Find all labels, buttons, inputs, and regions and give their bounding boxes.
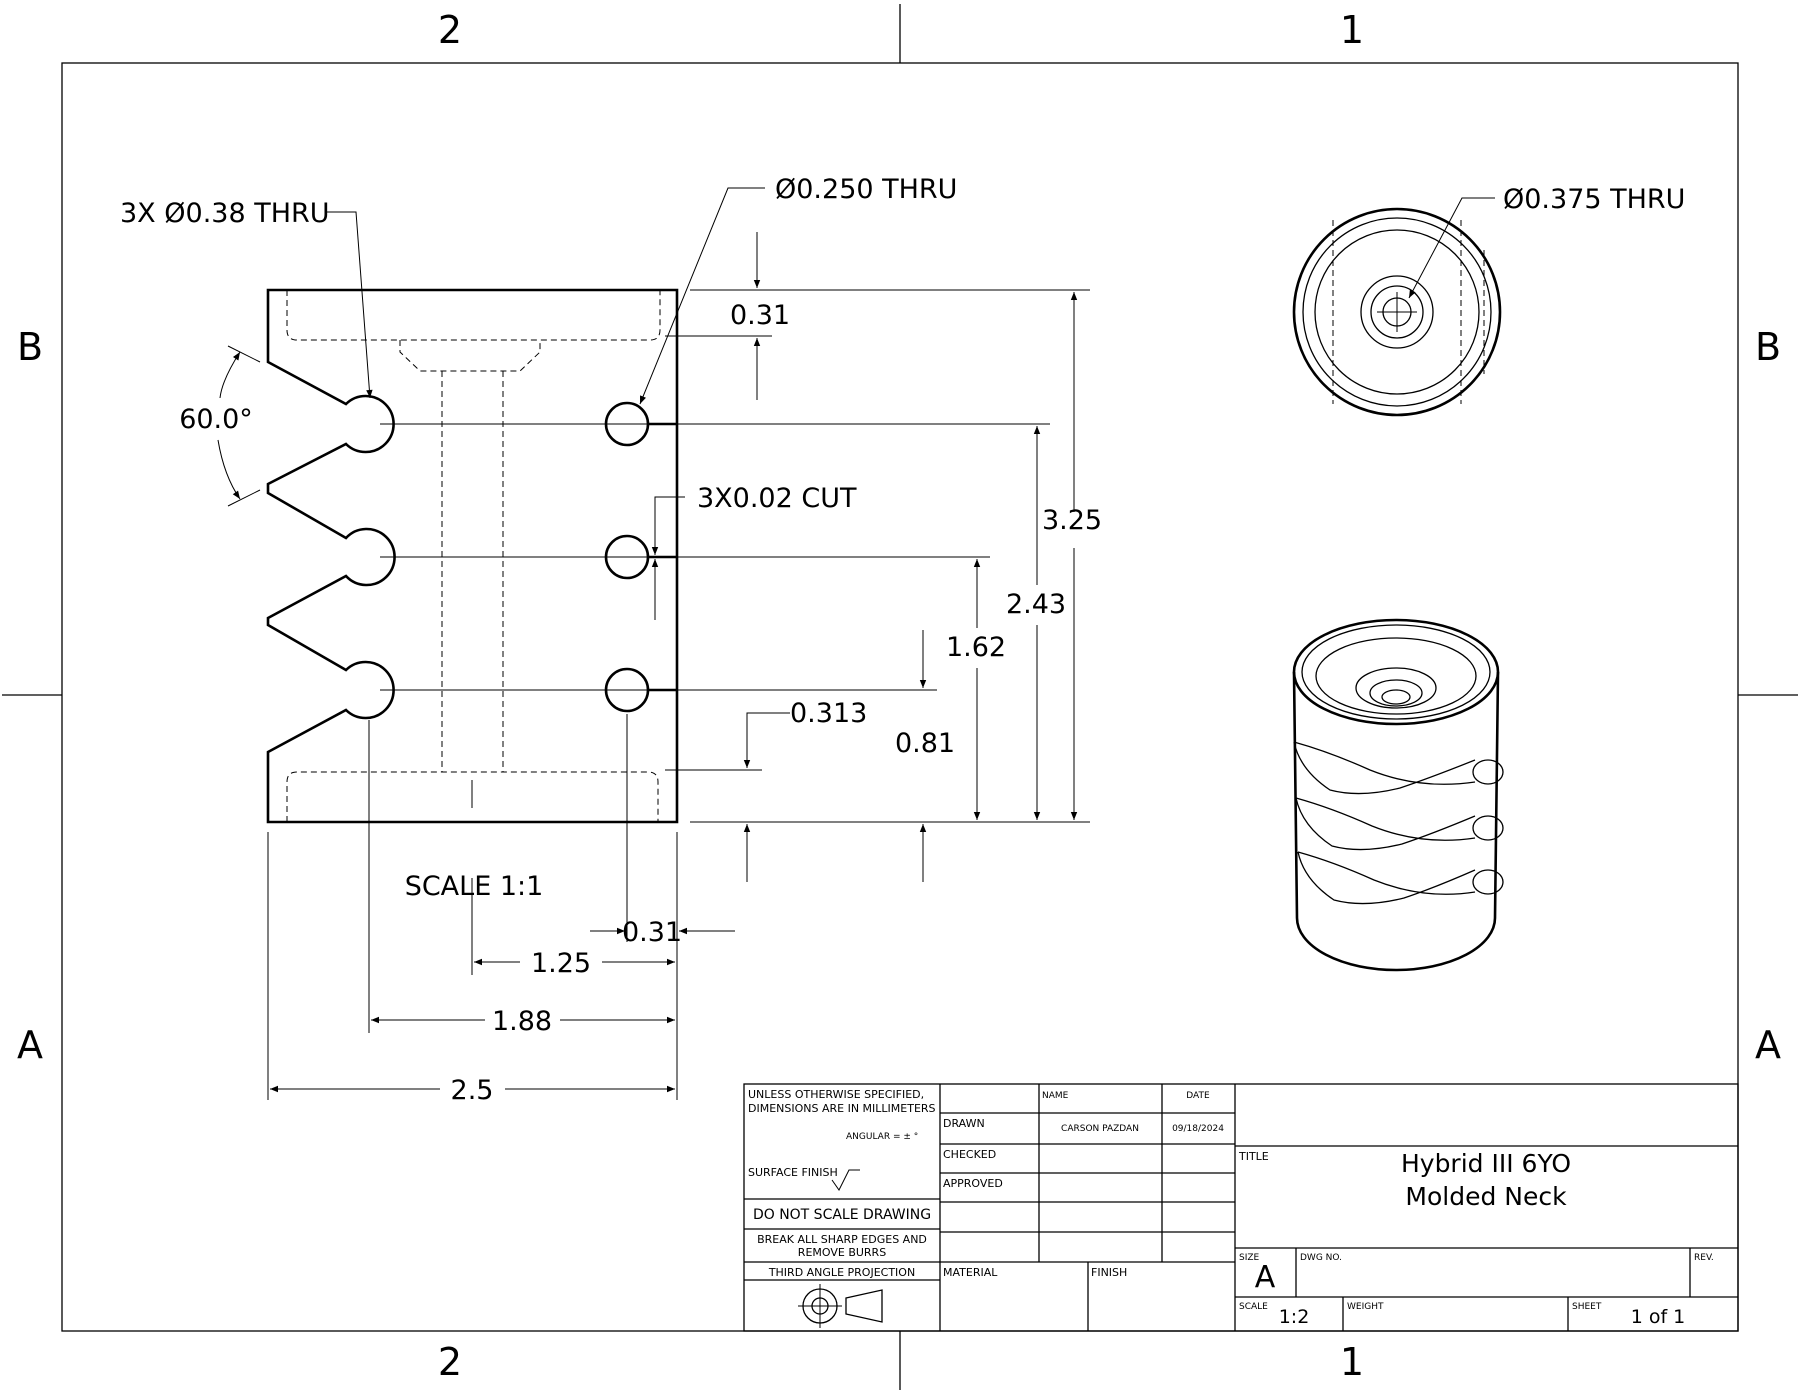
front-view-outline	[266, 288, 679, 824]
callout-0375-thru: Ø0.375 THRU	[1503, 184, 1685, 215]
tb-break-edges-2: REMOVE BURRS	[798, 1246, 886, 1259]
callout-0250-thru: Ø0.250 THRU	[775, 174, 957, 205]
angle-60: 60.0°	[179, 404, 253, 435]
tb-scale-value: 1:2	[1279, 1306, 1310, 1328]
third-angle-projection-symbol	[798, 1284, 883, 1328]
tb-size-value: A	[1255, 1260, 1276, 1295]
zone-label-a-left: A	[17, 1023, 43, 1067]
tb-title-line2: Molded Neck	[1405, 1182, 1567, 1211]
tb-size-label: SIZE	[1239, 1253, 1260, 1263]
zone-label-b-left: B	[17, 325, 43, 369]
tb-hdr-date: DATE	[1186, 1091, 1210, 1101]
tb-approved-label: APPROVED	[943, 1177, 1003, 1190]
zone-label-2-top: 2	[438, 8, 462, 52]
dim-0-31-top: 0.31	[730, 300, 790, 331]
zone-label-1-bottom: 1	[1340, 1340, 1364, 1384]
top-view: Ø0.375 THRU	[1292, 184, 1685, 417]
tb-angular: ANGULAR = ± °	[846, 1132, 918, 1142]
dim-0-81: 0.81	[895, 728, 955, 759]
tb-rev-label: REV.	[1694, 1253, 1714, 1263]
zone-label-b-right: B	[1755, 325, 1781, 369]
zone-label-a-right: A	[1755, 1023, 1781, 1067]
dim-1-88: 1.88	[492, 1006, 552, 1037]
tb-material-label: MATERIAL	[943, 1266, 998, 1279]
dim-0-313: 0.313	[790, 698, 867, 729]
tb-break-edges-1: BREAK ALL SHARP EDGES AND	[757, 1233, 927, 1246]
tb-title-line1: Hybrid III 6YO	[1401, 1149, 1571, 1178]
tb-finish-label: FINISH	[1091, 1266, 1127, 1279]
view-scale-label: SCALE 1:1	[405, 871, 544, 902]
tb-notes-line1: UNLESS OTHERWISE SPECIFIED,	[748, 1088, 924, 1101]
tb-checked-label: CHECKED	[943, 1148, 996, 1161]
tb-scale-label: SCALE	[1239, 1302, 1268, 1312]
title-block: UNLESS OTHERWISE SPECIFIED, DIMENSIONS A…	[743, 1083, 1739, 1332]
tb-sheet-value: 1 of 1	[1631, 1306, 1686, 1328]
tb-drawn-label: DRAWN	[943, 1117, 985, 1130]
tb-dwg-no-label: DWG NO.	[1300, 1253, 1342, 1263]
tb-hdr-name: NAME	[1042, 1091, 1069, 1101]
dim-0-31-side: 0.31	[622, 917, 682, 948]
dim-2-5: 2.5	[451, 1075, 494, 1106]
callout-3x002-cut: 3X0.02 CUT	[697, 483, 857, 514]
dim-2-43: 2.43	[1006, 589, 1066, 620]
surface-finish-symbol	[831, 1169, 860, 1191]
tb-notes-line2: DIMENSIONS ARE IN MILLIMETERS	[748, 1102, 936, 1115]
front-view: 3.25 2.43 1.62 0.81 0.31 0.313 0.31 1.25…	[120, 174, 1102, 1106]
tb-sheet-label: SHEET	[1572, 1302, 1602, 1312]
tb-do-not-scale: DO NOT SCALE DRAWING	[753, 1207, 931, 1223]
dim-1-62: 1.62	[946, 632, 1006, 663]
tb-drawn-name: CARSON PAZDAN	[1061, 1124, 1139, 1134]
tb-surface-finish: SURFACE FINISH	[748, 1166, 838, 1179]
tb-weight-label: WEIGHT	[1347, 1302, 1384, 1312]
callout-3x-038-thru: 3X Ø0.38 THRU	[120, 198, 330, 229]
dim-1-25: 1.25	[531, 948, 591, 979]
tb-projection: THIRD ANGLE PROJECTION	[768, 1266, 915, 1279]
isometric-view	[1292, 618, 1504, 972]
zone-label-2-bottom: 2	[438, 1340, 462, 1384]
zone-label-1-top: 1	[1340, 8, 1364, 52]
tb-drawn-date: 09/18/2024	[1172, 1124, 1224, 1134]
dim-3-25: 3.25	[1042, 505, 1102, 536]
tb-title-label: TITLE	[1238, 1150, 1269, 1163]
